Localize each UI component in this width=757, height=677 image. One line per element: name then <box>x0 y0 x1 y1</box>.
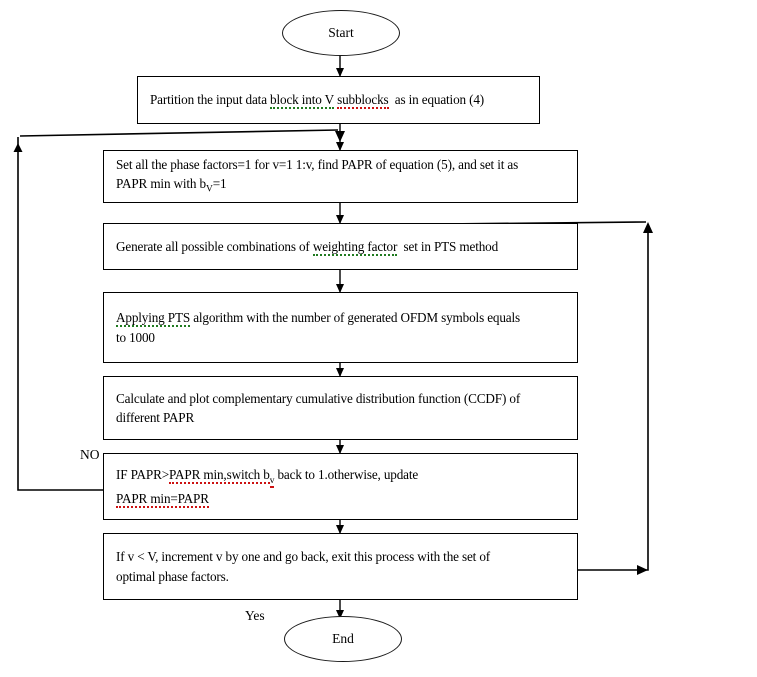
node-step3-text: Generate all possible combinations of we… <box>116 237 567 256</box>
step6-seg-plain2: back to 1.otherwise, update <box>274 467 419 483</box>
connector-no-feedback-loop <box>17 137 103 491</box>
node-step2-set-phase-factors[interactable]: Set all the phase factors=1 for v=1 1:v,… <box>103 150 578 203</box>
step6-seg-plain1: IF PAPR> <box>116 467 170 483</box>
node-end[interactable]: End <box>284 616 402 662</box>
connector-no-feedback-top-run <box>19 129 339 137</box>
step1-seg-plain2: as in equation (4) <box>388 92 485 108</box>
connector-no-feedback-arrowhead-down <box>335 131 345 142</box>
step3-seg-plain2: set in PTS method <box>397 238 499 254</box>
step4-line1-rest: algorithm with the number of generated O… <box>190 310 520 326</box>
step4-line2: to 1000 <box>116 329 155 345</box>
step2-subscript: V <box>205 185 213 195</box>
node-start[interactable]: Start <box>282 10 400 56</box>
node-step4-text: Applying PTS algorithm with the number o… <box>116 308 567 346</box>
connector-no-feedback-arrowhead-up <box>13 143 23 152</box>
node-step7-increment-or-exit[interactable]: If v < V, increment v by one and go back… <box>103 533 578 600</box>
step3-seg-plain1: Generate all possible combinations of <box>116 238 313 254</box>
step7-line2: optimal phase factors. <box>116 568 229 584</box>
node-step4-apply-pts[interactable]: Applying PTS algorithm with the number o… <box>103 292 578 363</box>
step7-line1: If v < V, increment v by one and go back… <box>116 549 491 565</box>
node-step6-compare-papr[interactable]: IF PAPR>PAPR min,switch bv back to 1.oth… <box>103 453 578 520</box>
node-step1-text: Partition the input data block into V su… <box>150 90 529 110</box>
node-step3-generate-combinations[interactable]: Generate all possible combinations of we… <box>103 223 578 270</box>
node-step5-calculate-ccdf[interactable]: Calculate and plot complementary cumulat… <box>103 376 578 440</box>
node-step2-text: Set all the phase factors=1 for v=1 1:v,… <box>116 155 567 198</box>
step6-line2: PAPR min=PAPR <box>116 490 209 508</box>
node-end-label: End <box>332 631 354 646</box>
step3-seg-grammar: weighting factor <box>312 238 398 256</box>
node-start-label: Start <box>328 25 354 40</box>
step1-seg-plain1: Partition the input data <box>150 92 271 108</box>
edge-label-no: NO <box>80 447 100 462</box>
step5-line1: Calculate and plot complementary cumulat… <box>116 390 521 406</box>
step2-line1: Set all the phase factors=1 for v=1 1:v,… <box>116 157 519 173</box>
node-step7-text: If v < V, increment v by one and go back… <box>116 547 567 585</box>
step2-line2-tail: =1 <box>212 176 227 192</box>
step1-seg-grammar: block into V <box>270 92 334 110</box>
step1-seg-spelling: subblocks <box>337 92 389 110</box>
step5-line2: different PAPR <box>116 410 195 425</box>
edge-label-yes: Yes <box>245 608 265 623</box>
connector-right-feedback-arrowhead-in <box>637 565 648 575</box>
node-step5-text: Calculate and plot complementary cumulat… <box>116 389 567 427</box>
node-step1-partition[interactable]: Partition the input data block into V su… <box>137 76 540 124</box>
node-step6-text: IF PAPR>PAPR min,switch bv back to 1.oth… <box>116 465 567 508</box>
step2-line2: PAPR min with b <box>116 176 206 192</box>
connector-right-feedback-arrowhead-up <box>643 222 653 233</box>
connector-right-feedback-loop <box>578 228 649 571</box>
step4-seg-grammar: Applying PTS <box>116 310 191 328</box>
step6-seg-spelling1: PAPR min,switch b <box>169 467 270 485</box>
step6-subscript: v <box>269 475 275 488</box>
